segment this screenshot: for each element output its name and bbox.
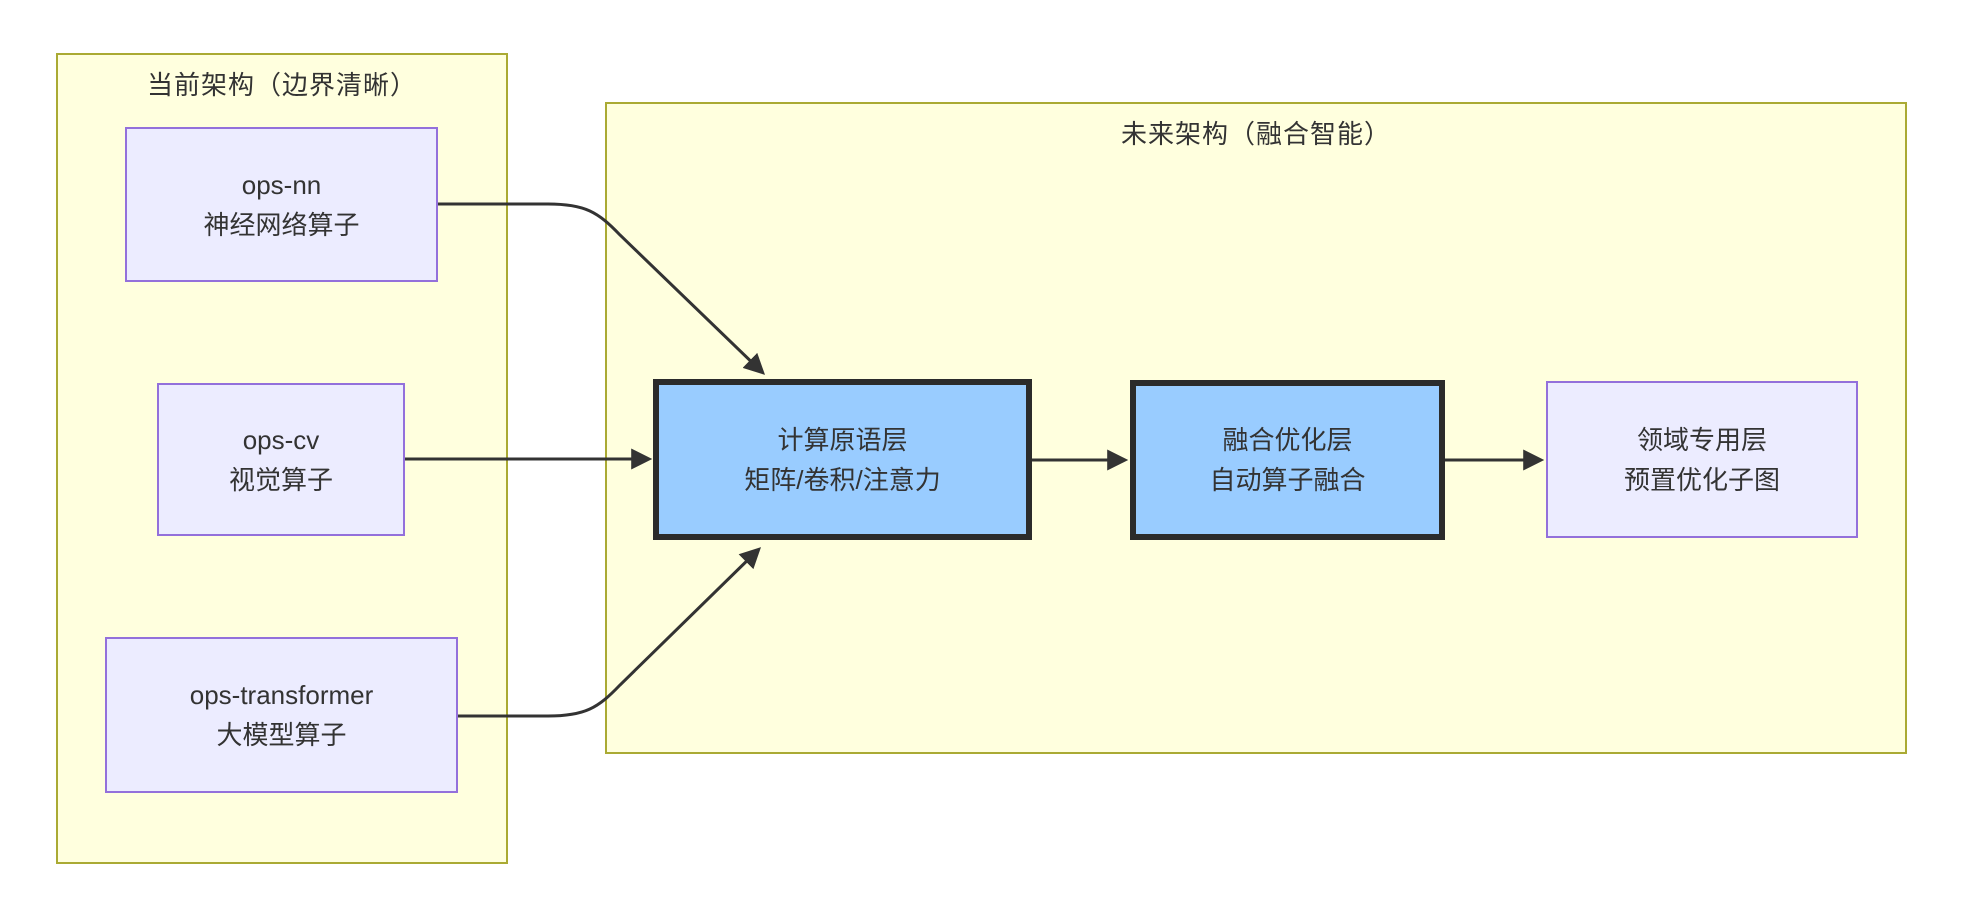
node-ops-nn-label-line2: 神经网络算子: [203, 209, 360, 240]
node-domain-specific-layer-label-line2: 预置优化子图: [1623, 464, 1780, 495]
node-ops-nn: ops-nn 神经网络算子: [125, 127, 438, 282]
node-ops-cv-label-line2: 视觉算子: [228, 464, 333, 495]
node-fusion-optimization-layer-label-line2: 自动算子融合: [1209, 465, 1366, 495]
node-compute-primitive-layer-label-line2: 矩阵/卷积/注意力: [744, 464, 941, 495]
node-compute-primitive-layer: 计算原语层 矩阵/卷积/注意力: [653, 379, 1032, 540]
cluster-future-title: 未来架构（融合智能）: [1120, 119, 1391, 149]
cluster-current-title: 当前架构（边界清晰）: [146, 70, 417, 100]
node-ops-transformer-label-line1: ops-transformer: [189, 680, 374, 710]
node-ops-nn-label-line1: ops-nn: [241, 169, 322, 200]
node-ops-cv-label-line1: ops-cv: [242, 424, 320, 455]
node-ops-transformer-label-line2: 大模型算子: [216, 720, 347, 750]
node-fusion-optimization-layer: 融合优化层 自动算子融合: [1130, 380, 1445, 540]
node-fusion-optimization-layer-label-line1: 融合优化层: [1222, 425, 1353, 455]
node-compute-primitive-layer-label-line1: 计算原语层: [777, 424, 908, 455]
node-domain-specific-layer-label-line1: 领域专用层: [1636, 424, 1767, 455]
node-ops-cv: ops-cv 视觉算子: [157, 383, 405, 536]
node-ops-transformer: ops-transformer 大模型算子: [105, 637, 458, 793]
node-domain-specific-layer: 领域专用层 预置优化子图: [1546, 381, 1858, 538]
